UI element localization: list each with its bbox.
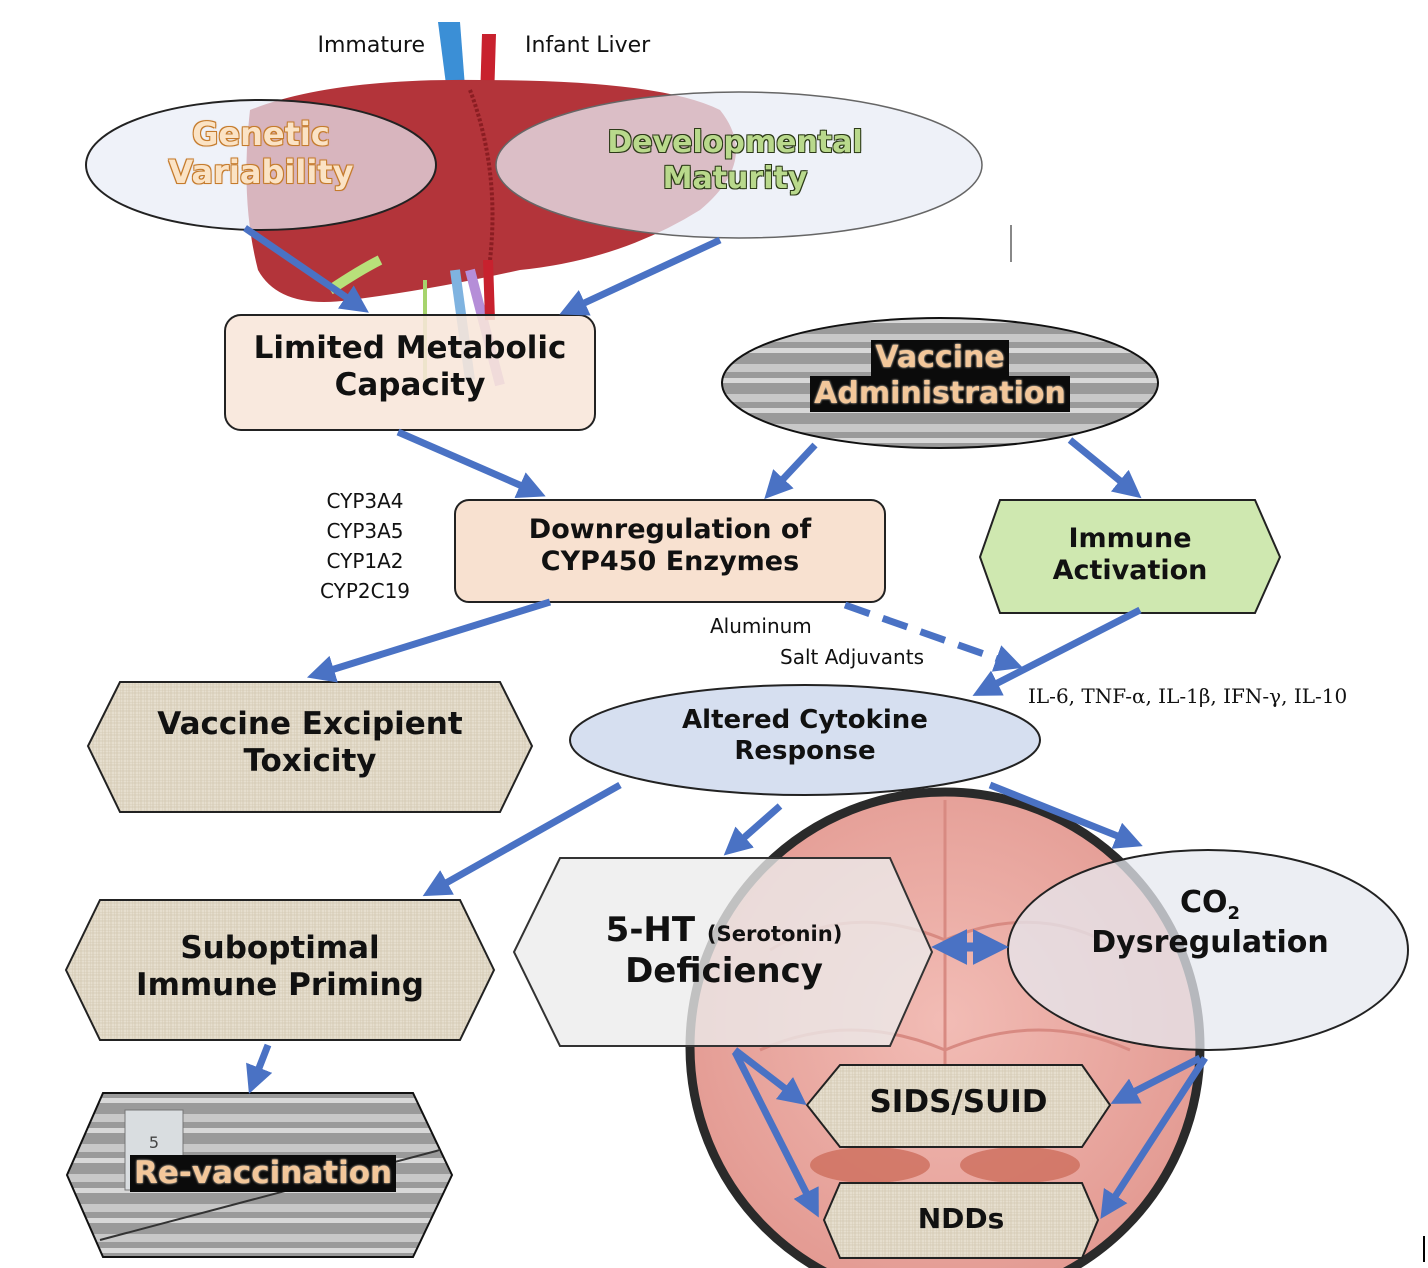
edge-downregulation-to-toxicity [306,598,552,683]
altered-cytokine-response-label: Altered Cytokine Response [682,705,928,767]
cyp-enzyme-item: CYP1A2 [326,549,404,573]
revaccination-label: Re-vaccination [130,1155,397,1193]
edge-priming-to-revaccination [246,1043,273,1094]
cyp-enzyme-item: CYP3A5 [326,519,404,543]
edge-capacity-to-downregulation [396,428,546,499]
edge-immune-to-cytokine [972,606,1142,696]
genetic-variability-node [85,99,437,231]
limited-metabolic-capacity-node [224,314,596,431]
cyp-enzymes-list: CYP3A4 CYP3A5 CYP1A2 CYP2C19 [290,486,440,606]
svg-text:5: 5 [149,1133,159,1152]
cyp-enzyme-item: CYP2C19 [319,579,411,603]
developmental-maturity-node [495,91,983,239]
co2-dysregulation-label: CO2 Dysregulation [1091,885,1329,960]
edges [243,225,1208,1220]
edge-serotonin-to-sids [732,1047,807,1106]
edge-maturity-to-capacity [559,236,722,316]
suboptimal-immune-priming-node [64,899,496,1041]
ndds-node [822,1182,1100,1259]
vaccine-excipient-toxicity-node [86,681,534,813]
genetic-variability-label: Genetic Variability [168,115,354,192]
edge-cytokine-to-serotonin [723,803,783,856]
infant-liver-label: Infant Liver [525,33,651,58]
cyp-enzyme-item: CYP3A4 [326,489,404,513]
edge-co2-to-sids [1110,1054,1202,1104]
immune-activation-node [978,499,1282,614]
edge-co2-to-ndds [1100,1056,1208,1220]
immature-label: Immature [318,33,426,58]
sids-suid-node [805,1064,1112,1148]
adjuvant-line2: Salt Adjuvants [780,645,924,669]
cytokines-label: IL-6, TNF-α, IL-1β, IFN-γ, IL-10 [1028,684,1348,708]
edge-genetic-to-capacity [243,225,369,313]
edge-cytokine-to-co2 [988,781,1143,849]
limited-metabolic-capacity-label: Limited Metabolic Capacity [253,330,567,404]
vaccine-excipient-toxicity-label: Vaccine Excipient Toxicity [157,706,463,780]
suboptimal-immune-priming-label: Suboptimal Immune Priming [136,930,424,1004]
serotonin-deficiency-label: 5-HT (Serotonin) Deficiency [605,910,843,991]
downregulation-cyp450-node [454,499,886,603]
ndds-label: NDDs [917,1202,1005,1235]
sids-suid-label: SIDS/SUID [869,1084,1048,1120]
downregulation-cyp450-label: Downregulation of CYP450 Enzymes [528,514,812,578]
developmental-maturity-label: Developmental Maturity [607,125,863,196]
edge-downregulation-to-cytokine-dashed [843,601,1023,672]
edge-vaccine-to-immune [1067,437,1142,499]
edge-cytokine-to-priming [422,781,622,897]
adjuvant-line1: Aluminum [710,614,812,638]
immune-activation-label: Immune Activation [1052,523,1208,587]
vaccine-administration-label: Vaccine Administration [790,340,1090,412]
edge-serotonin-to-ndds [731,1050,819,1218]
altered-cytokine-response-node [569,684,1041,796]
edge-vaccine-to-downregulation [764,442,818,500]
serotonin-deficiency-node [512,857,934,1047]
